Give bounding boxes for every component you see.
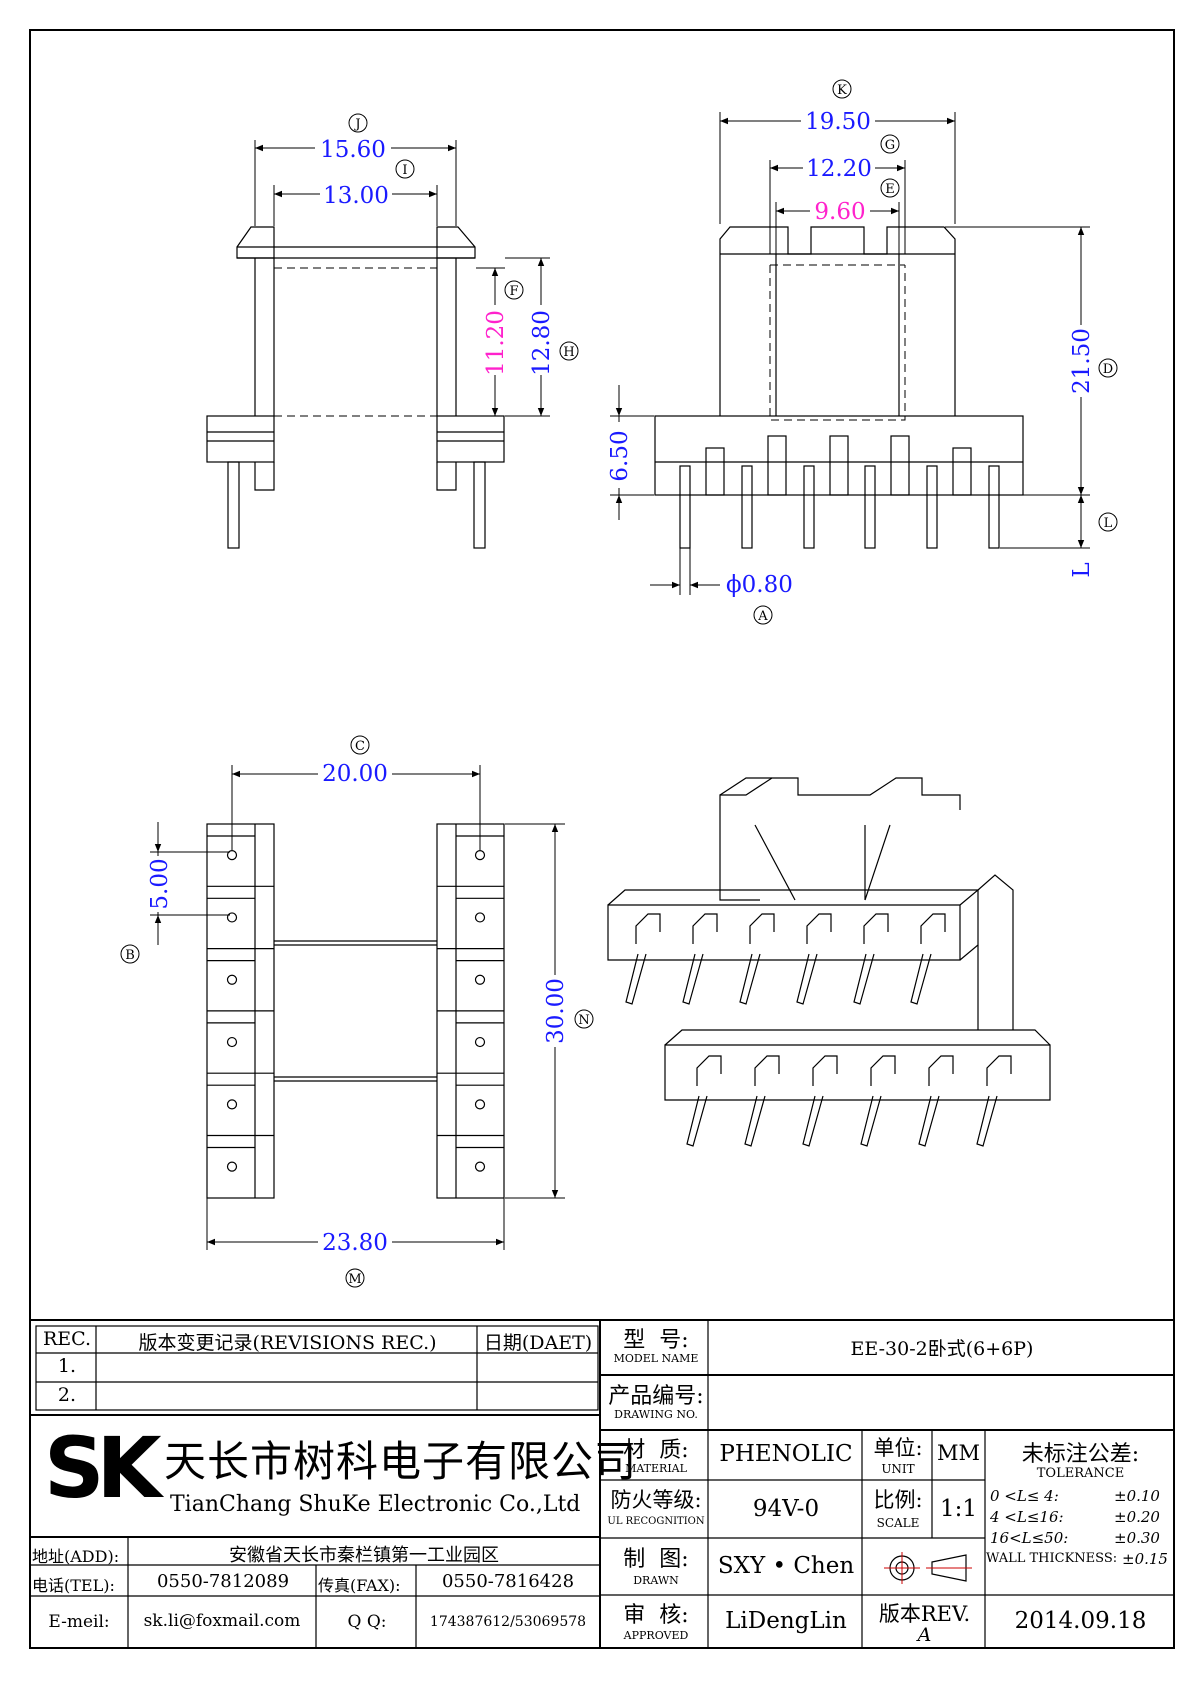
front-view — [654, 226, 1024, 549]
pin-tab — [754, 1055, 780, 1086]
pin-tab — [635, 913, 661, 944]
label-M: M — [348, 1272, 361, 1287]
dim-I-value: 13.00 — [323, 183, 389, 209]
pin-hole-right — [474, 1036, 486, 1048]
dim-B-value: 5.00 — [147, 858, 173, 909]
pin-hole-right — [474, 1099, 486, 1110]
pin-tab — [863, 913, 889, 944]
pin-hole-right — [474, 850, 486, 861]
pin-tab — [696, 1055, 722, 1086]
pin-tab — [986, 1055, 1012, 1086]
pin — [853, 953, 875, 1005]
pin-hole-right — [474, 974, 486, 985]
pin-hole-left — [226, 974, 238, 985]
isometric-view — [607, 777, 1051, 1147]
label-L: L — [1104, 516, 1113, 531]
pin-hole-left — [226, 1161, 238, 1172]
label-C: C — [355, 739, 365, 754]
dim-G-value: 12.20 — [806, 156, 872, 182]
label-I: I — [402, 163, 407, 178]
pin-hole-left — [226, 1099, 238, 1110]
pin-tab — [692, 913, 718, 944]
label-A: A — [757, 609, 768, 624]
dim-N-value: 30.00 — [543, 978, 569, 1044]
pin-hole-left — [226, 850, 238, 861]
pin-hole-left — [226, 1036, 238, 1048]
label-J: J — [353, 117, 360, 132]
side-view — [206, 226, 505, 549]
dim-F-value: 11.20 — [483, 310, 509, 376]
dim-H-value: 12.80 — [529, 310, 555, 376]
drawing-border — [29, 29, 1175, 1649]
dim-J-bg — [315, 135, 391, 161]
pin — [860, 1095, 882, 1147]
pin — [918, 1095, 940, 1147]
pin — [739, 953, 761, 1005]
pin — [802, 1095, 824, 1147]
dim-L-value: L — [1069, 562, 1095, 577]
pin — [796, 953, 818, 1005]
bottom-view — [206, 823, 505, 1199]
pin — [910, 953, 932, 1005]
label-B: B — [125, 948, 135, 963]
label-F: F — [509, 284, 518, 299]
pin — [976, 1095, 998, 1147]
title-block — [30, 1319, 1174, 1648]
dim-pin-height-value: 6.50 — [607, 430, 633, 481]
dim-E-value: 9.60 — [814, 199, 865, 225]
pin — [625, 953, 647, 1005]
pin-tab — [806, 913, 832, 944]
label-E: E — [885, 182, 895, 197]
pin-tab — [928, 1055, 954, 1086]
label-H: H — [563, 345, 574, 360]
pin — [744, 1095, 766, 1147]
label-K: K — [837, 83, 847, 98]
pin — [682, 953, 704, 1005]
dim-K-value: 19.50 — [805, 109, 871, 135]
label-N: N — [578, 1013, 589, 1028]
pin-hole-right — [474, 912, 486, 923]
pin-tab — [870, 1055, 896, 1086]
pin-hole-left — [226, 912, 238, 923]
pin-tab — [812, 1055, 838, 1086]
pin-tab — [749, 913, 775, 944]
dim-A-value: ϕ0.80 — [726, 572, 793, 598]
pin — [686, 1095, 708, 1147]
dim-J-value: 15.60 — [320, 137, 386, 163]
dim-M-value: 23.80 — [322, 1230, 388, 1256]
label-G: G — [885, 138, 895, 153]
label-D: D — [1103, 362, 1113, 377]
pin-hole-right — [474, 1161, 486, 1172]
dim-C-value: 20.00 — [322, 761, 388, 787]
dim-D-value: 21.50 — [1069, 328, 1095, 394]
pin-tab — [920, 913, 946, 944]
